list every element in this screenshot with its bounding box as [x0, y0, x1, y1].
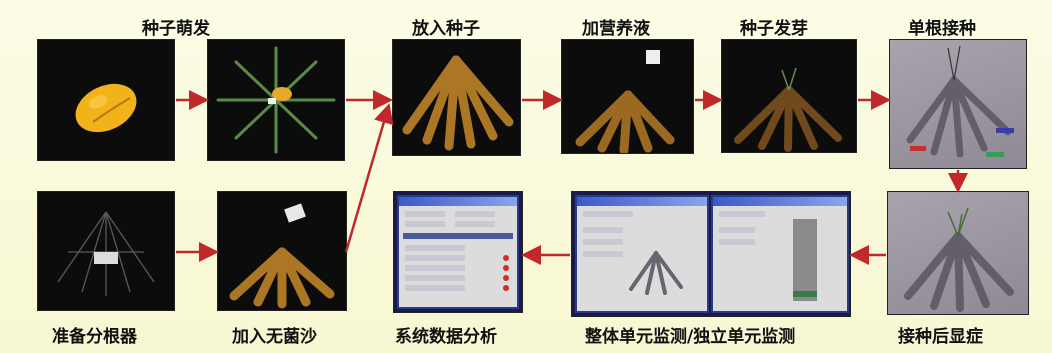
panel-whole-independent-monitoring — [572, 192, 850, 316]
panel-seed-star — [208, 40, 344, 160]
label-whole-independent-monitoring: 整体单元监测/独立单元监测 — [585, 327, 796, 347]
label-post-inoculation-symptoms: 接种后显症 — [898, 327, 983, 347]
symptoms-image — [904, 207, 1014, 312]
label-single-root-inoculation: 单根接种 — [908, 19, 976, 39]
tubes-seeds-image — [402, 55, 514, 151]
panel-add-sterile-sand — [218, 192, 346, 310]
inoculation-image — [906, 45, 1014, 158]
software-window-data — [397, 195, 519, 309]
panel-post-inoculation-symptoms — [888, 192, 1028, 314]
software-window-independent — [711, 195, 849, 313]
panel-seed-germination — [38, 40, 174, 160]
software-window-whole — [575, 195, 709, 313]
label-system-data-analysis: 系统数据分析 — [395, 327, 497, 347]
sprout-image — [734, 67, 842, 152]
panel-prepare-root-divider — [38, 192, 174, 310]
label-prepare-root-divider: 准备分根器 — [52, 327, 137, 347]
label-put-seeds: 放入种子 — [412, 19, 480, 39]
label-seed-germination: 种子萌发 — [142, 19, 210, 39]
label-add-nutrient: 加营养液 — [582, 19, 650, 39]
panel-put-seeds — [393, 40, 520, 155]
panel-add-nutrient — [562, 40, 693, 153]
root-divider-image — [57, 211, 155, 296]
label-add-sterile-sand: 加入无菌沙 — [232, 327, 317, 347]
panel-seed-sprout — [722, 40, 856, 152]
nutrient-image — [575, 50, 675, 153]
panel-single-root-inoculation — [890, 40, 1026, 168]
sterile-sand-image — [229, 203, 335, 309]
star-tubes-image — [216, 46, 336, 154]
panel-system-data-analysis — [394, 192, 522, 312]
seed-image — [75, 83, 137, 133]
label-seed-sprout: 种子发芽 — [740, 19, 808, 39]
